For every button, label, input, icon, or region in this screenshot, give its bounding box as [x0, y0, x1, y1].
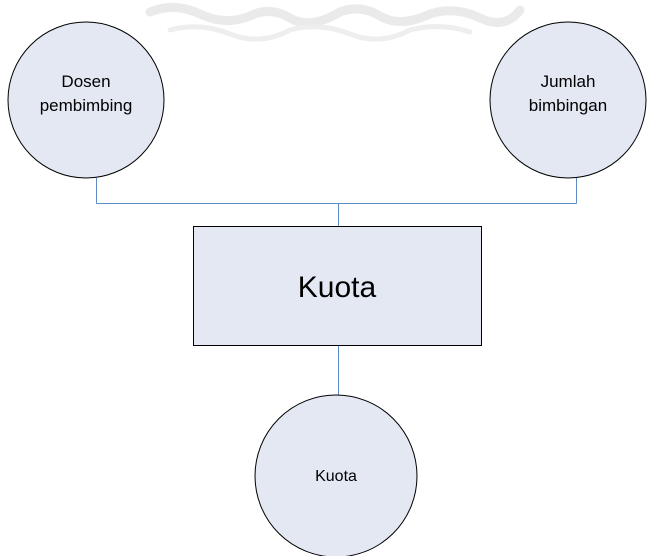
input-node-dosen-pembimbing: Dosen pembimbing — [7, 21, 165, 179]
input-node-label-line-2: pembimbing — [40, 96, 133, 115]
input-node-circle — [7, 21, 165, 179]
input-node-label-line-1: Dosen — [61, 72, 110, 91]
input-node-jumlah-bimbingan: Jumlah bimbingan — [489, 21, 647, 179]
output-label: Kuota — [315, 468, 357, 485]
process-box — [193, 226, 482, 346]
process-node-kuota: Kuota — [193, 226, 482, 346]
connector-lines — [96, 178, 577, 400]
input-node-label-line-2: bimbingan — [529, 96, 607, 115]
input-node-label-line-1: Jumlah — [541, 72, 596, 91]
input-node-circle — [489, 21, 647, 179]
process-label: Kuota — [298, 271, 377, 304]
watermark-logo — [145, 3, 525, 42]
output-node-circle — [254, 394, 418, 556]
output-node-kuota: Kuota — [254, 394, 418, 556]
